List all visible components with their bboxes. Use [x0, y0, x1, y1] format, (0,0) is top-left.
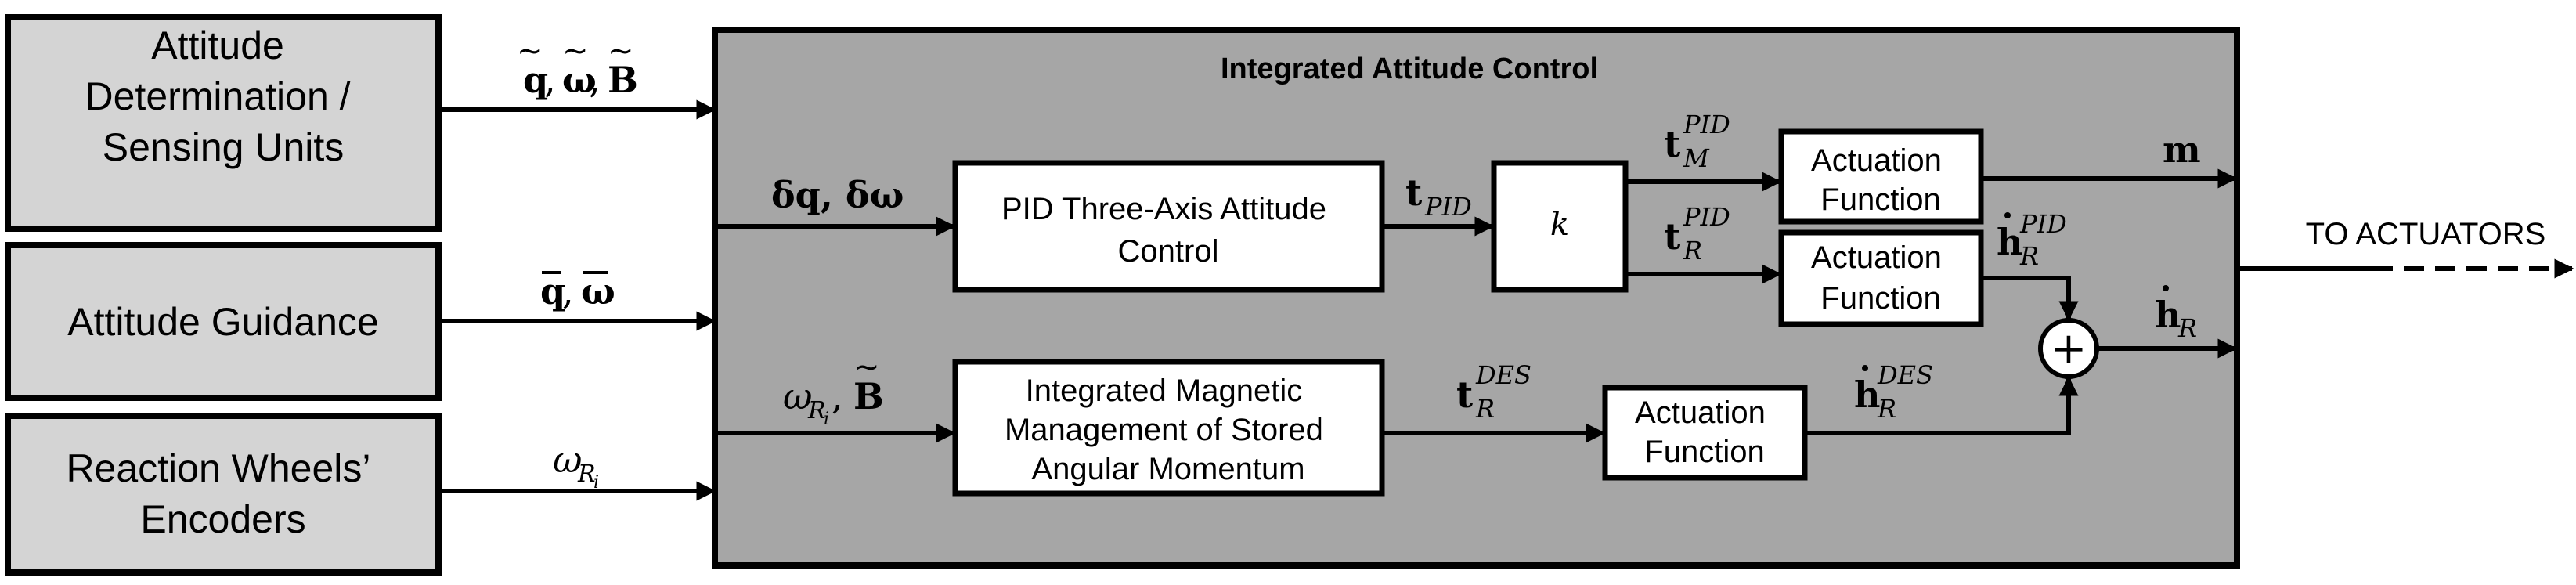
svg-text:h: h — [1997, 221, 2022, 263]
svg-text:h: h — [1854, 374, 1880, 416]
pid-controller-label: PID Three-Axis Attitude Control — [1001, 192, 1335, 269]
svg-text:PID: PID — [2019, 209, 2067, 239]
magnetic-management-block: Integrated Magnetic Management of Stored… — [952, 359, 1385, 497]
label-wr-b-signals: ω R i , B ~ — [783, 349, 884, 429]
svg-text:B: B — [608, 59, 638, 101]
actuation-function-des-label: Actuation Function — [1635, 395, 1774, 469]
svg-text:,: , — [562, 270, 574, 312]
label-hdot-r: h R — [2155, 285, 2197, 343]
integrated-attitude-control-block: Integrated Attitude Control — [712, 27, 2240, 569]
gain-label: k — [1550, 207, 1569, 243]
svg-text:R: R — [1475, 394, 1495, 424]
svg-text:~: ~ — [517, 33, 543, 69]
label-error-signals: δq, δω — [771, 174, 904, 216]
label-m: m — [2163, 128, 2201, 171]
actuation-function-r-label: Actuation Function — [1811, 240, 1950, 316]
svg-text:i: i — [593, 473, 599, 493]
label-t-r-des: t R DES — [1456, 360, 1532, 424]
svg-text:ω: ω — [553, 439, 583, 481]
svg-text:q: q — [540, 270, 565, 312]
attitude-guidance-label: Attitude Guidance — [67, 300, 379, 344]
svg-text:ω: ω — [581, 270, 615, 312]
connections — [438, 99, 2574, 501]
label-t-pid: t PID — [1405, 172, 1472, 222]
svg-text:,: , — [544, 59, 556, 101]
actuation-function-m-block: Actuation Function — [1778, 128, 1984, 225]
svg-text:t: t — [1664, 123, 1681, 165]
svg-text:,: , — [589, 59, 601, 101]
label-t-r-pid: t R PID — [1664, 202, 1730, 265]
svg-text:~: ~ — [562, 33, 589, 69]
attitude-determination-label: Attitude Determination / Sensing Units — [85, 23, 362, 169]
actuation-function-des-block: Actuation Function — [1602, 385, 1808, 481]
svg-text:q: q — [523, 59, 548, 101]
arrow-hdot-des-to-sum — [1805, 376, 2079, 435]
svg-text:B: B — [853, 375, 884, 417]
svg-text:~: ~ — [853, 349, 880, 385]
svg-text:R: R — [1877, 394, 1896, 424]
label-measured-signals: q ~ , ω ~ , B ~ — [517, 33, 638, 101]
svg-text:PID: PID — [1424, 192, 1472, 222]
svg-text:M: M — [1683, 143, 1710, 173]
label-t-m-pid: t M PID — [1664, 110, 1730, 173]
pid-controller-block: PID Three-Axis Attitude Control — [952, 160, 1385, 293]
svg-text:ω: ω — [783, 375, 813, 417]
signal-labels: q ~ , ω ~ , B ~ q , ω ω R i δq, δω — [517, 33, 2545, 493]
svg-text:i: i — [824, 410, 829, 429]
svg-text:DES: DES — [1475, 360, 1532, 390]
label-hdot-r-pid: h R PID — [1997, 209, 2067, 271]
svg-text:~: ~ — [608, 33, 634, 69]
svg-text:δq, δω: δq, δω — [771, 174, 904, 216]
svg-text:R: R — [2177, 313, 2197, 343]
svg-text:t: t — [1405, 172, 1423, 214]
actuation-function-m-label: Actuation Function — [1811, 143, 1950, 217]
attitude-determination-box: Attitude Determination / Sensing Units — [5, 14, 442, 232]
svg-text:PID: PID — [1683, 202, 1730, 232]
svg-text:t: t — [1456, 374, 1474, 416]
reaction-wheel-encoders-box: Reaction Wheels’ Encoders — [5, 413, 442, 576]
arrow-hdot-pid-to-sum — [1981, 276, 2079, 321]
attitude-guidance-box: Attitude Guidance — [5, 242, 442, 401]
to-actuators-label: TO ACTUATORS — [2306, 217, 2546, 251]
magnetic-management-label: Integrated Magnetic Management of Stored… — [1005, 374, 1332, 486]
reaction-wheel-encoders-label: Reaction Wheels’ Encoders — [66, 446, 380, 541]
svg-text:h: h — [2155, 294, 2181, 336]
actuation-function-r-block: Actuation Function — [1778, 229, 1984, 327]
summing-junction: + — [2038, 318, 2099, 379]
integrated-attitude-control-title: Integrated Attitude Control — [1221, 52, 1598, 85]
label-hdot-r-des: h R DES — [1854, 360, 1933, 424]
svg-text:R: R — [2019, 241, 2039, 271]
svg-text:t: t — [1664, 215, 1681, 258]
svg-text:R: R — [1683, 236, 1702, 265]
sum-sign: + — [2051, 323, 2087, 374]
svg-text:PID: PID — [1683, 110, 1730, 139]
svg-text:R: R — [807, 397, 826, 424]
svg-text:ω: ω — [562, 59, 597, 101]
gain-block: k — [1491, 160, 1629, 293]
svg-text:,: , — [832, 375, 843, 417]
svg-text:DES: DES — [1877, 360, 1933, 390]
svg-text:R: R — [577, 460, 596, 488]
label-encoder-signal: ω R i — [553, 439, 599, 493]
label-guidance-signals: q , ω — [540, 270, 615, 312]
